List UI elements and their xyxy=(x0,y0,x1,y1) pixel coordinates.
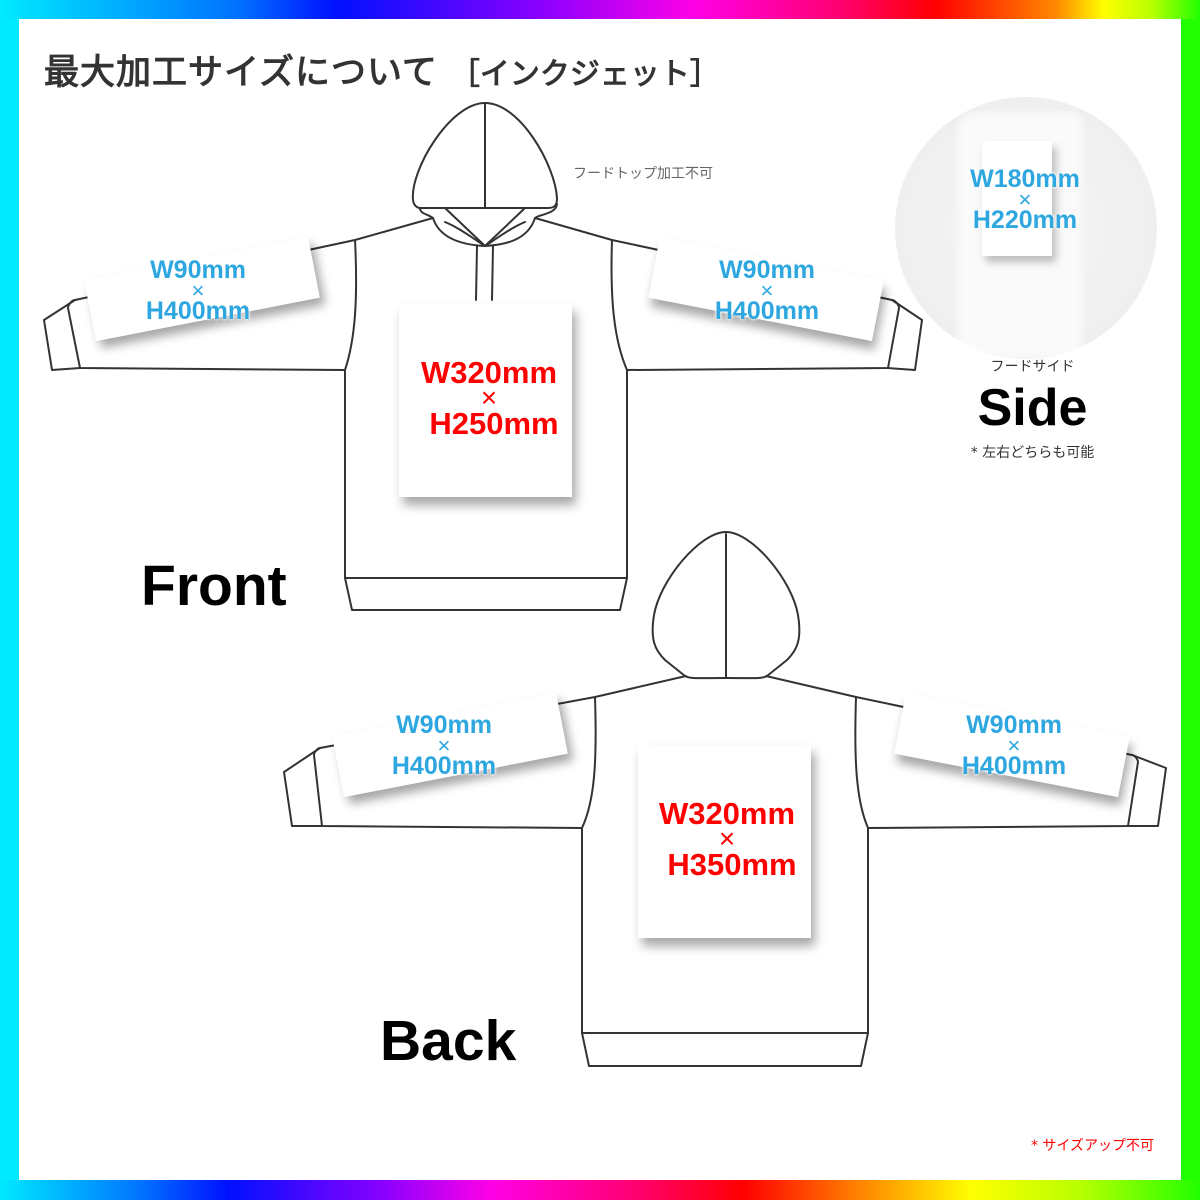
back-hoodie-outline xyxy=(283,531,1167,1067)
side-view-label: Side xyxy=(977,379,1088,437)
size-height: H220mm xyxy=(972,205,1078,234)
size-width: W90mm xyxy=(396,711,492,739)
side-note: * 左右どちらも可能 xyxy=(970,445,1095,461)
side-size: W180mm × H220mm xyxy=(950,167,1100,233)
title-text: 最大加工サイズについて xyxy=(44,53,438,93)
size-width: W180mm xyxy=(970,165,1080,193)
hood-side-photo xyxy=(895,97,1157,359)
title-method: ［インクジェット］ xyxy=(449,57,720,92)
front-chest-print-area xyxy=(399,304,572,497)
size-height: H400mm xyxy=(961,751,1067,780)
front-right-sleeve-size: W90mm × H400mm xyxy=(697,258,837,324)
size-height: H400mm xyxy=(714,296,820,325)
times-sign: × xyxy=(718,823,736,854)
times-sign: × xyxy=(760,278,774,303)
front-left-sleeve-size: W90mm × H400mm xyxy=(128,258,268,324)
size-width: W90mm xyxy=(966,711,1062,739)
times-sign: × xyxy=(1007,733,1021,758)
frame-right-edge xyxy=(1181,0,1200,1200)
size-height: H350mm xyxy=(667,846,797,882)
side-print-area xyxy=(982,141,1052,256)
hood-side-caption: フードサイド xyxy=(990,359,1075,375)
frame-top-edge xyxy=(0,0,1200,19)
size-height: H400mm xyxy=(145,296,251,325)
size-width: W90mm xyxy=(719,256,815,284)
frame-bottom-edge xyxy=(0,1180,1200,1200)
size-width: W90mm xyxy=(150,256,246,284)
times-sign: × xyxy=(480,382,498,413)
back-body-print-area xyxy=(638,745,811,938)
hood-top-note: フードトップ加工不可 xyxy=(573,166,713,182)
size-width: W320mm xyxy=(658,796,796,831)
back-left-sleeve-size: W90mm × H400mm xyxy=(374,713,514,779)
back-right-sleeve-size: W90mm × H400mm xyxy=(944,713,1084,779)
front-hoodie-outline xyxy=(43,102,923,611)
frame-left-edge xyxy=(0,0,19,1200)
size-height: H400mm xyxy=(391,751,497,780)
size-up-footnote: * サイズアップ不可 xyxy=(1030,1138,1154,1154)
back-body-size: W320mm × H350mm xyxy=(642,798,812,880)
back-view-label: Back xyxy=(380,1009,517,1073)
times-sign: × xyxy=(191,278,205,303)
times-sign: × xyxy=(1018,187,1032,212)
times-sign: × xyxy=(437,733,451,758)
size-height: H250mm xyxy=(429,405,559,441)
page-title: 最大加工サイズについて ［インクジェット］ xyxy=(44,44,720,95)
size-width: W320mm xyxy=(420,355,558,390)
front-view-label: Front xyxy=(141,554,287,618)
front-chest-size: W320mm × H250mm xyxy=(404,357,574,439)
